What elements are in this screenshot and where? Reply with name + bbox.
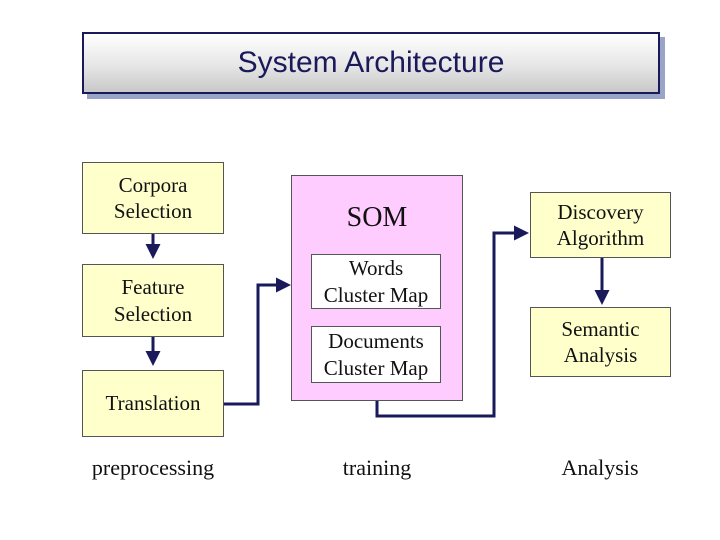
semantic-analysis-label: Semantic Analysis: [561, 316, 640, 367]
translation-box: Translation: [82, 370, 224, 437]
documents-cluster-map-box: Documents Cluster Map: [311, 326, 441, 383]
words-cluster-map-label: Words Cluster Map: [323, 256, 429, 307]
title-text: System Architecture: [237, 46, 505, 79]
semantic-analysis-box: Semantic Analysis: [530, 307, 671, 377]
analysis-stage-label: Analysis: [561, 455, 639, 480]
discovery-algorithm-box: Discovery Algorithm: [530, 192, 671, 258]
page-title: System Architecture: [82, 32, 660, 94]
corpora-selection-label: Corpora Selection: [113, 172, 193, 223]
feature-selection-label: Feature Selection: [113, 275, 193, 326]
connector-preprocessing-to-som: [224, 277, 291, 406]
discovery-algorithm-label: Discovery Algorithm: [556, 199, 645, 250]
documents-cluster-map-label: Documents Cluster Map: [323, 329, 429, 380]
corpora-selection-box: Corpora Selection: [82, 162, 224, 234]
words-cluster-map-box: Words Cluster Map: [311, 254, 441, 309]
som-label: SOM: [346, 202, 408, 233]
preprocessing-stage-label: preprocessing: [91, 455, 215, 480]
connector-som-to-discovery: [375, 225, 529, 418]
feature-selection-box: Feature Selection: [82, 264, 224, 337]
translation-label: Translation: [105, 391, 201, 416]
training-stage-label: training: [342, 455, 412, 480]
